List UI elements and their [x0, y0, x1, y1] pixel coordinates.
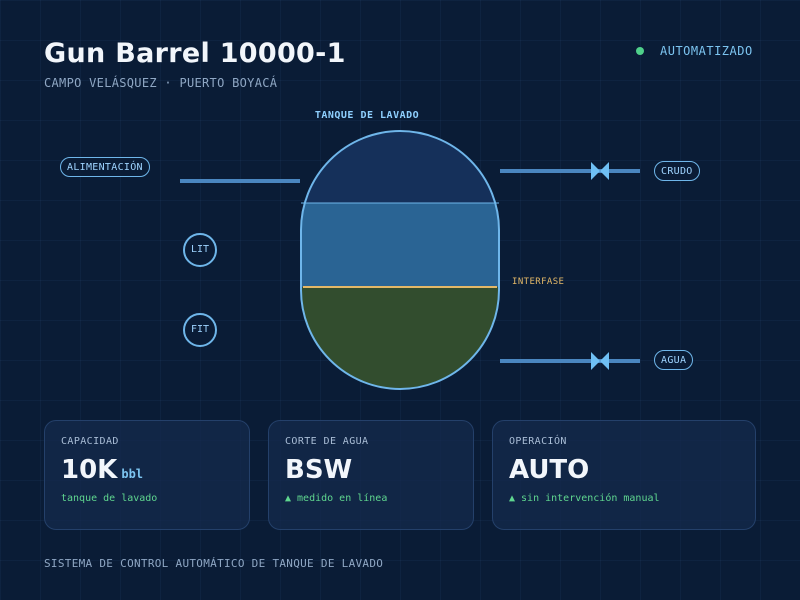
crude-valve-icon[interactable]	[591, 162, 609, 180]
inlet-label: ALIMENTACIÓN	[60, 157, 150, 177]
footer-text: SISTEMA DE CONTROL AUTOMÁTICO DE TANQUE …	[44, 557, 384, 570]
gas-layer	[301, 131, 499, 203]
status-dot-icon	[636, 47, 644, 55]
card-label: CORTE DE AGUA	[285, 436, 369, 447]
tank-outline	[300, 130, 500, 390]
water-cut-card: CORTE DE AGUA BSW ▲ medido en línea	[268, 420, 474, 530]
card-label: CAPACIDAD	[61, 436, 119, 447]
oil-layer	[301, 203, 499, 287]
operation-card: OPERACIÓN AUTO ▲ sin intervención manual	[492, 420, 756, 530]
card-value: AUTO	[509, 455, 590, 485]
page-title: Gun Barrel 10000-1	[44, 38, 346, 69]
tank-label: TANQUE DE LAVADO	[314, 110, 420, 121]
water-layer	[301, 287, 499, 389]
card-label: OPERACIÓN	[509, 436, 567, 447]
card-note: ▲ sin intervención manual	[509, 493, 660, 504]
flow-transmitter-fit[interactable]: FIT	[183, 313, 217, 347]
card-unit: bbl	[121, 467, 144, 481]
interface-label: INTERFASE	[512, 277, 565, 287]
water-valve-icon[interactable]	[591, 352, 609, 370]
capacity-card: CAPACIDAD 10K bbl tanque de lavado	[44, 420, 250, 530]
status-indicator: AUTOMATIZADO	[636, 44, 753, 58]
card-note: tanque de lavado	[61, 493, 158, 504]
card-value: BSW	[285, 455, 353, 485]
level-transmitter-lit[interactable]: LIT	[183, 233, 217, 267]
tank-contents	[301, 131, 499, 389]
water-label: AGUA	[654, 350, 694, 370]
crude-label: CRUDO	[654, 161, 700, 181]
status-text: AUTOMATIZADO	[660, 44, 753, 58]
page-subtitle: CAMPO VELÁSQUEZ · PUERTO BOYACÁ	[44, 76, 278, 90]
card-note: ▲ medido en línea	[285, 493, 388, 504]
card-value: 10K	[61, 455, 118, 485]
